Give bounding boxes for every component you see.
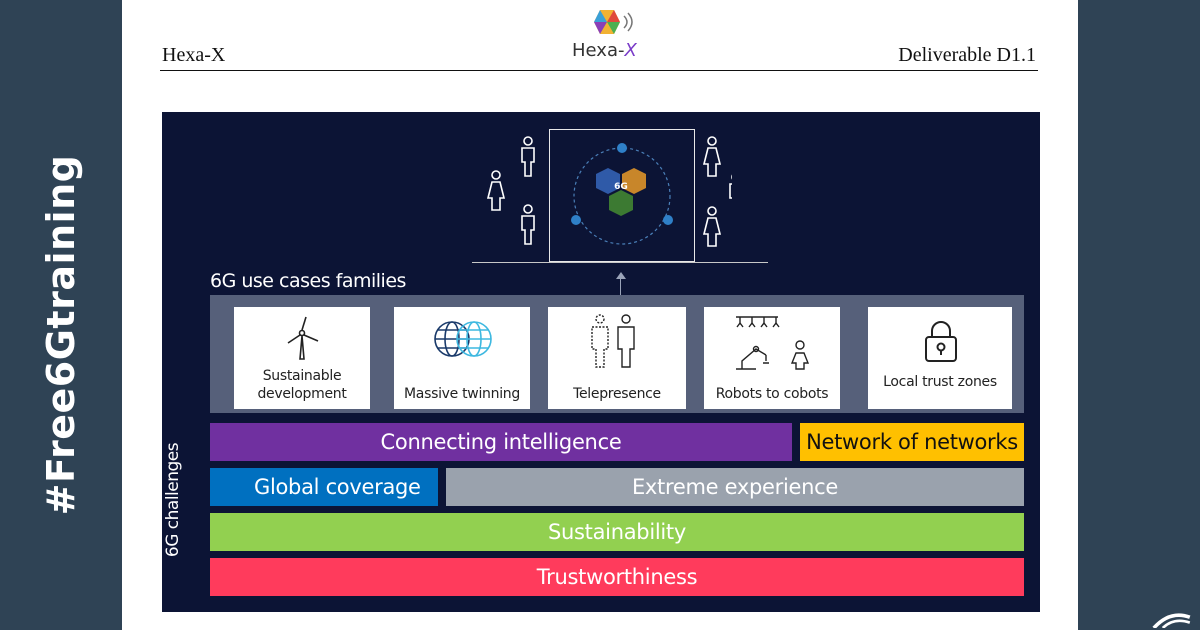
use-case-card: Telepresence: [548, 307, 686, 409]
use-cases-title: 6G use cases families: [210, 270, 406, 292]
right-sidebar: [1078, 0, 1200, 630]
logo-text: Hexa-X: [572, 40, 637, 61]
left-sidebar: #Free6Gtraining: [0, 0, 122, 630]
challenge-bar-connecting-intelligence: Connecting intelligence: [210, 423, 792, 461]
wind-turbine-icon: [287, 316, 319, 360]
use-case-card: Local trust zones: [868, 307, 1012, 409]
use-case-label: Local trust zones: [883, 373, 997, 390]
use-case-label: Massive twinning: [404, 385, 520, 402]
challenge-bar-extreme-experience: Extreme experience: [446, 468, 1024, 506]
challenge-bar-global-coverage: Global coverage: [210, 468, 438, 506]
use-case-card: Robots to cobots: [704, 307, 840, 409]
corner-logo-icon: [1152, 613, 1191, 628]
header-rule: [160, 70, 1038, 71]
use-case-card: Sustainable development: [234, 307, 370, 409]
6g-diagram: 6G 6G use cases families Sustainable dev…: [162, 112, 1040, 612]
use-case-label: Telepresence: [573, 385, 661, 402]
padlock-icon: [925, 321, 957, 362]
use-case-label: Robots to cobots: [715, 385, 829, 402]
use-case-card: Massive twinning: [394, 307, 530, 409]
hashtag-label: #Free6Gtraining: [39, 154, 83, 516]
challenge-bar-sustainability: Sustainability: [210, 513, 1024, 551]
6g-hexagon-icon: 6G: [571, 143, 673, 245]
challenges-label: 6G challenges: [163, 442, 183, 558]
challenge-bar-trustworthiness: Trustworthiness: [210, 558, 1024, 596]
challenge-bar-network-of-networks: Network of networks: [800, 423, 1024, 461]
document-page: Hexa-X Deliverable D1.1 Hexa-X: [122, 0, 1078, 630]
header-project-name: Hexa-X: [162, 44, 226, 66]
up-arrow-icon: [616, 272, 626, 279]
svg-text:6G: 6G: [614, 182, 628, 192]
use-cases-panel: Sustainable development Massive twinning: [210, 295, 1024, 413]
people-group-icon: [486, 136, 732, 247]
6g-vision-box: 6G: [549, 129, 695, 262]
hexa-x-logo-icon: [594, 10, 633, 34]
up-arrow-line: [620, 276, 621, 296]
twin-globes-icon: [434, 321, 492, 357]
divider-line: [472, 262, 768, 263]
hologram-person-icon: [591, 314, 635, 368]
robot-arm-icon: [736, 316, 810, 370]
header-deliverable: Deliverable D1.1: [898, 44, 1036, 66]
use-case-label: Sustainable development: [257, 367, 347, 402]
